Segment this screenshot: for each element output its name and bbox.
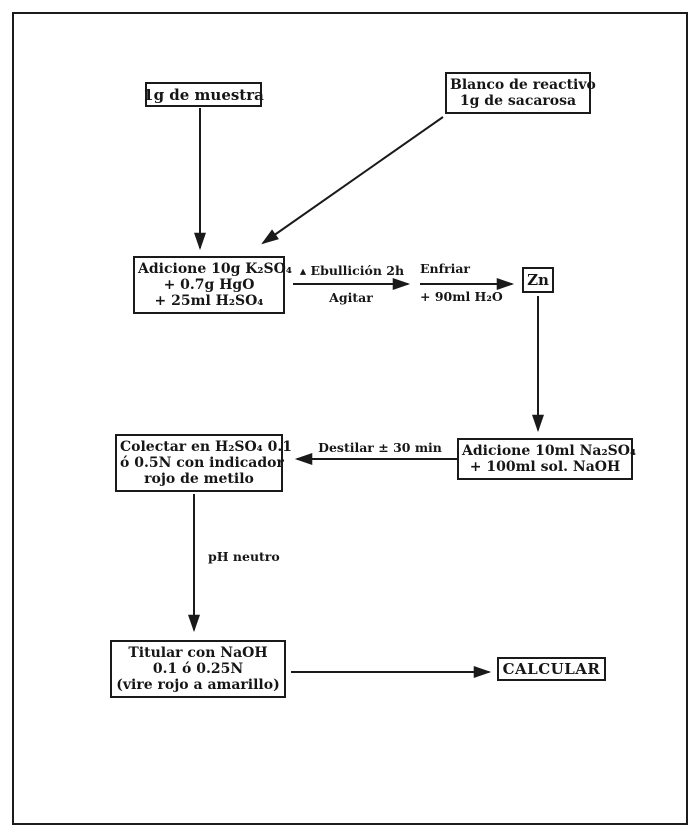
box-colectar-line2: ó 0.5N con indicador (120, 455, 284, 471)
label-enfriar: Enfriar (420, 261, 471, 276)
box-calcular-label: CALCULAR (502, 660, 601, 678)
box-colectar: Colectar en H₂SO₄ 0.1 ó 0.5N con indicad… (115, 434, 293, 492)
box-zn: Zn (522, 267, 554, 293)
box-digestion-line1: Adicione 10g K₂SO₄ (138, 261, 292, 277)
label-agitar: Agitar (329, 290, 373, 305)
box-digestion-line3: + 25ml H₂SO₄ (154, 293, 264, 309)
box-colectar-line1: Colectar en H₂SO₄ 0.1 (120, 439, 293, 455)
box-blanco-line1: Blanco de reactivo (450, 77, 596, 93)
box-titular-line3: (vire rojo a amarillo) (116, 677, 280, 693)
box-digestion: Adicione 10g K₂SO₄ + 0.7g HgO + 25ml H₂S… (133, 256, 292, 314)
box-muestra-label: 1g de muestra (143, 85, 264, 104)
box-titular-line2: 0.1 ó 0.25N (152, 661, 244, 677)
label-ph-neutro: pH neutro (208, 549, 280, 564)
label-90ml-h2o: + 90ml H₂O (420, 289, 503, 304)
box-muestra: 1g de muestra (143, 82, 264, 107)
box-digestion-line2: + 0.7g HgO (163, 277, 255, 293)
label-destilar: Destilar ± 30 min (318, 440, 442, 455)
box-colectar-line3: rojo de metilo (144, 471, 254, 487)
box-blanco-reactivo: Blanco de reactivo 1g de sacarosa (445, 72, 596, 114)
box-neutralizacion: Adicione 10ml Na₂SO₄ + 100ml sol. NaOH (457, 438, 637, 480)
diagram-border (12, 12, 688, 825)
box-titular-line1: Titular con NaOH (128, 645, 268, 661)
box-blanco-line2: 1g de sacarosa (459, 93, 577, 109)
box-zn-label: Zn (527, 271, 549, 289)
box-neutralizacion-line2: + 100ml sol. NaOH (469, 459, 621, 475)
box-neutralizacion-line1: Adicione 10ml Na₂SO₄ (462, 443, 637, 459)
label-ebullicion: ▴ Ebullición 2h (299, 263, 405, 278)
box-calcular: CALCULAR (497, 657, 606, 681)
box-titular: Titular con NaOH 0.1 ó 0.25N (vire rojo … (110, 640, 286, 698)
